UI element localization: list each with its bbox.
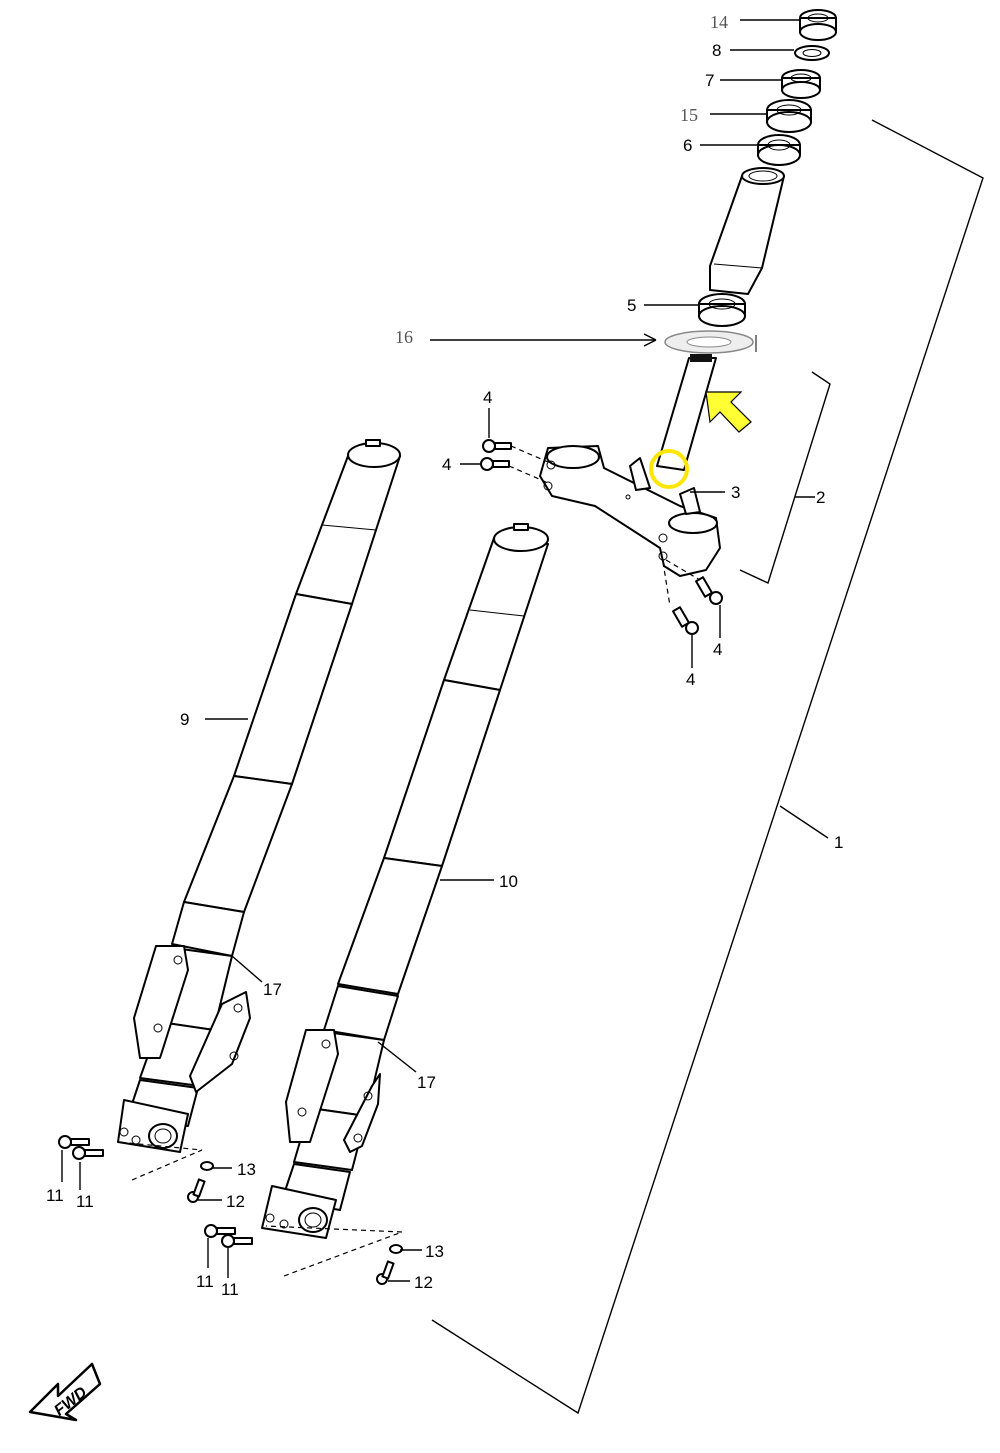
highlight-arrow-icon	[705, 391, 752, 433]
callout-labels: 14 8 7 15 6 5 16 4 4 3 2 4 4 1 9 10 17 1…	[46, 12, 843, 1299]
bearing-cover-15	[766, 99, 812, 133]
assembly-bracket-2	[739, 371, 831, 584]
callout-13-a: 13	[237, 1160, 256, 1179]
assembly-bracket-1	[431, 119, 984, 1415]
callout-2: 2	[816, 488, 825, 507]
callout-14: 14	[710, 12, 728, 32]
callout-11-b: 11	[76, 1192, 94, 1211]
fork-tube-9	[117, 439, 401, 1153]
callout-17-b: 17	[417, 1073, 436, 1092]
callout-10: 10	[499, 872, 518, 891]
fork-tube-10	[261, 523, 549, 1239]
clamp-bolt-4-lower	[480, 457, 547, 483]
callout-3: 3	[731, 483, 740, 502]
callout-8: 8	[712, 41, 721, 60]
callout-7: 7	[705, 71, 714, 90]
lock-nut-7	[781, 69, 821, 99]
steering-head-tube	[709, 167, 785, 295]
pinch-bolt-12-13-left	[187, 1161, 214, 1203]
clamp-bolt-4-right-b	[662, 561, 699, 635]
callout-4-c: 4	[713, 640, 722, 659]
callout-12-b: 12	[414, 1273, 433, 1292]
pinch-bolt-12-13-right	[376, 1244, 403, 1285]
callout-16: 16	[395, 327, 413, 347]
fwd-direction-badge: FWD	[28, 1362, 102, 1422]
callout-9: 9	[180, 710, 189, 729]
callout-17-a: 17	[263, 980, 282, 999]
lower-bearing-5	[698, 293, 746, 327]
dust-seal-16	[664, 330, 757, 354]
callout-11-d: 11	[221, 1280, 239, 1299]
steering-stem	[656, 354, 717, 471]
steering-nut-14	[799, 9, 837, 41]
clamp-bolt-4-upper	[482, 439, 549, 463]
callout-6: 6	[683, 136, 692, 155]
axle-bolt-11-left	[58, 1135, 203, 1181]
clamp-bolt-4-right-a	[665, 559, 723, 605]
callout-15: 15	[680, 105, 698, 125]
upper-bearing-6	[757, 134, 801, 166]
leader-lines	[61, 19, 800, 1282]
highlight-circle	[649, 449, 689, 489]
callout-12-a: 12	[226, 1192, 245, 1211]
lower-bracket-3	[539, 445, 721, 577]
washer-8	[794, 45, 830, 61]
callout-5: 5	[627, 296, 636, 315]
callout-13-b: 13	[425, 1242, 444, 1261]
callout-4-d: 4	[686, 670, 695, 689]
callout-11-a: 11	[46, 1186, 64, 1205]
callout-4-a: 4	[483, 388, 492, 407]
callout-4-b: 4	[442, 455, 451, 474]
fwd-arrow-icon	[28, 1362, 102, 1422]
callout-11-c: 11	[196, 1272, 214, 1291]
axle-bolt-11-right	[204, 1224, 403, 1277]
callout-1: 1	[834, 833, 843, 852]
